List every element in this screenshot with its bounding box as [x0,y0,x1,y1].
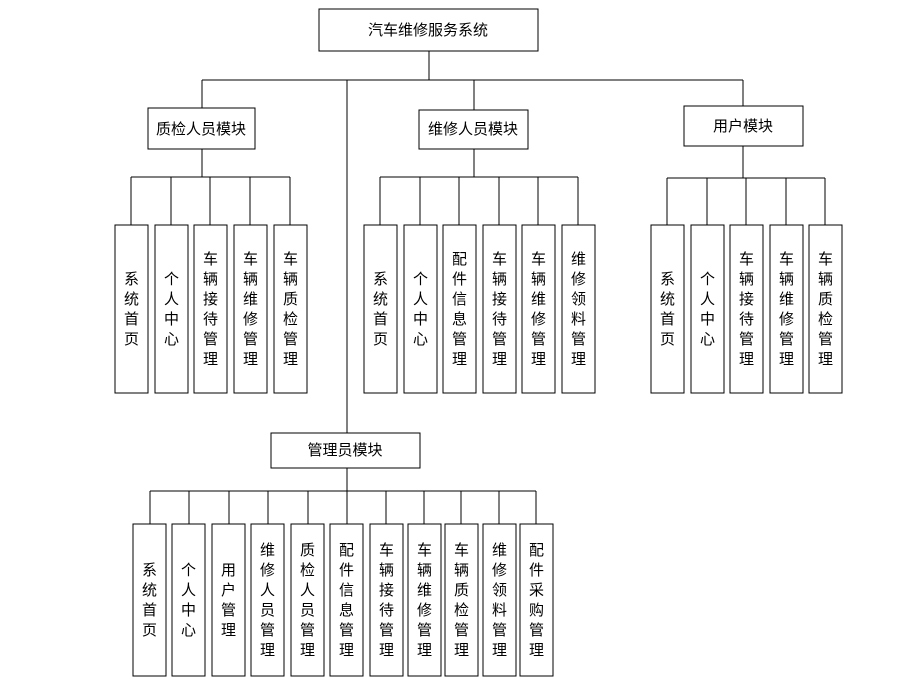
leaf-label: 维修领料管理 [571,250,586,368]
leaf-label: 车辆维修管理 [531,250,546,368]
leaf-node: 维修领料管理 [561,224,596,394]
leaf-label: 配件信息管理 [339,541,354,659]
leaf-label: 个人中心 [164,270,179,348]
module-node-user: 用户模块 [683,105,804,147]
leaf-node: 车辆维修管理 [233,224,268,394]
leaf-label: 车辆质检管理 [283,250,298,368]
leaf-node: 维修人员管理 [250,523,285,677]
leaf-label: 配件采购管理 [529,541,544,659]
leaf-label: 车辆维修管理 [779,250,794,368]
leaf-node: 个人中心 [171,523,206,677]
leaf-label: 车辆接待管理 [739,250,754,368]
leaf-label: 个人中心 [181,561,196,639]
leaf-node: 车辆质检管理 [273,224,308,394]
module-label: 用户模块 [713,117,773,135]
module-node-quality-inspector: 质检人员模块 [147,107,256,150]
leaf-node: 车辆接待管理 [729,224,764,394]
module-label: 维修人员模块 [428,120,518,138]
leaf-label: 车辆接待管理 [492,250,507,368]
leaf-group-quality-inspector: 系统首页 个人中心 车辆接待管理 车辆维修管理 车辆质检管理 [114,224,308,394]
leaf-node: 配件采购管理 [519,523,554,677]
leaf-node: 系统首页 [114,224,149,394]
leaf-label: 系统首页 [142,561,157,639]
leaf-label: 配件信息管理 [452,250,467,368]
module-node-repair-staff: 维修人员模块 [418,109,529,150]
leaf-label: 车辆质检管理 [818,250,833,368]
leaf-label: 个人中心 [700,270,715,348]
leaf-node: 系统首页 [363,224,398,394]
leaf-label: 维修领料管理 [492,541,507,659]
leaf-node: 车辆维修管理 [769,224,804,394]
leaf-node: 用户管理 [211,523,246,677]
leaf-label: 车辆接待管理 [379,541,394,659]
connector-lines [130,51,826,524]
leaf-label: 系统首页 [660,270,675,348]
leaf-node: 车辆维修管理 [521,224,556,394]
leaf-label: 系统首页 [373,270,388,348]
leaf-node: 车辆维修管理 [407,523,442,677]
leaf-label: 车辆维修管理 [417,541,432,659]
leaf-node: 车辆接待管理 [482,224,517,394]
module-label: 质检人员模块 [156,120,246,138]
leaf-node: 个人中心 [690,224,725,394]
leaf-node: 车辆接待管理 [369,523,404,677]
leaf-label: 用户管理 [221,561,236,639]
leaf-label: 车辆维修管理 [243,250,258,368]
leaf-group-admin: 系统首页 个人中心 用户管理 维修人员管理 质检人员管理 配件信息管理 车辆接待管理 车辆维修… [132,523,554,677]
module-label: 管理员模块 [307,441,382,459]
root-label: 汽车维修服务系统 [368,21,488,39]
leaf-node: 个人中心 [154,224,189,394]
leaf-node: 系统首页 [650,224,685,394]
leaf-node: 维修领料管理 [482,523,517,677]
module-node-admin: 管理员模块 [270,432,421,469]
leaf-label: 系统首页 [124,270,139,348]
leaf-node: 质检人员管理 [290,523,325,677]
leaf-label: 维修人员管理 [260,541,275,659]
leaf-node: 配件信息管理 [329,523,364,677]
leaf-node: 车辆接待管理 [193,224,228,394]
root-node: 汽车维修服务系统 [318,8,539,52]
leaf-group-user: 系统首页 个人中心 车辆接待管理 车辆维修管理 车辆质检管理 [650,224,843,394]
leaf-node: 车辆质检管理 [444,523,479,677]
leaf-label: 质检人员管理 [300,541,315,659]
leaf-node: 配件信息管理 [442,224,477,394]
leaf-label: 车辆质检管理 [454,541,469,659]
leaf-node: 个人中心 [403,224,438,394]
leaf-label: 个人中心 [413,270,428,348]
leaf-label: 车辆接待管理 [203,250,218,368]
leaf-node: 车辆质检管理 [808,224,843,394]
leaf-node: 系统首页 [132,523,167,677]
leaf-group-repair-staff: 系统首页 个人中心 配件信息管理 车辆接待管理 车辆维修管理 维修领料管理 [363,224,596,394]
